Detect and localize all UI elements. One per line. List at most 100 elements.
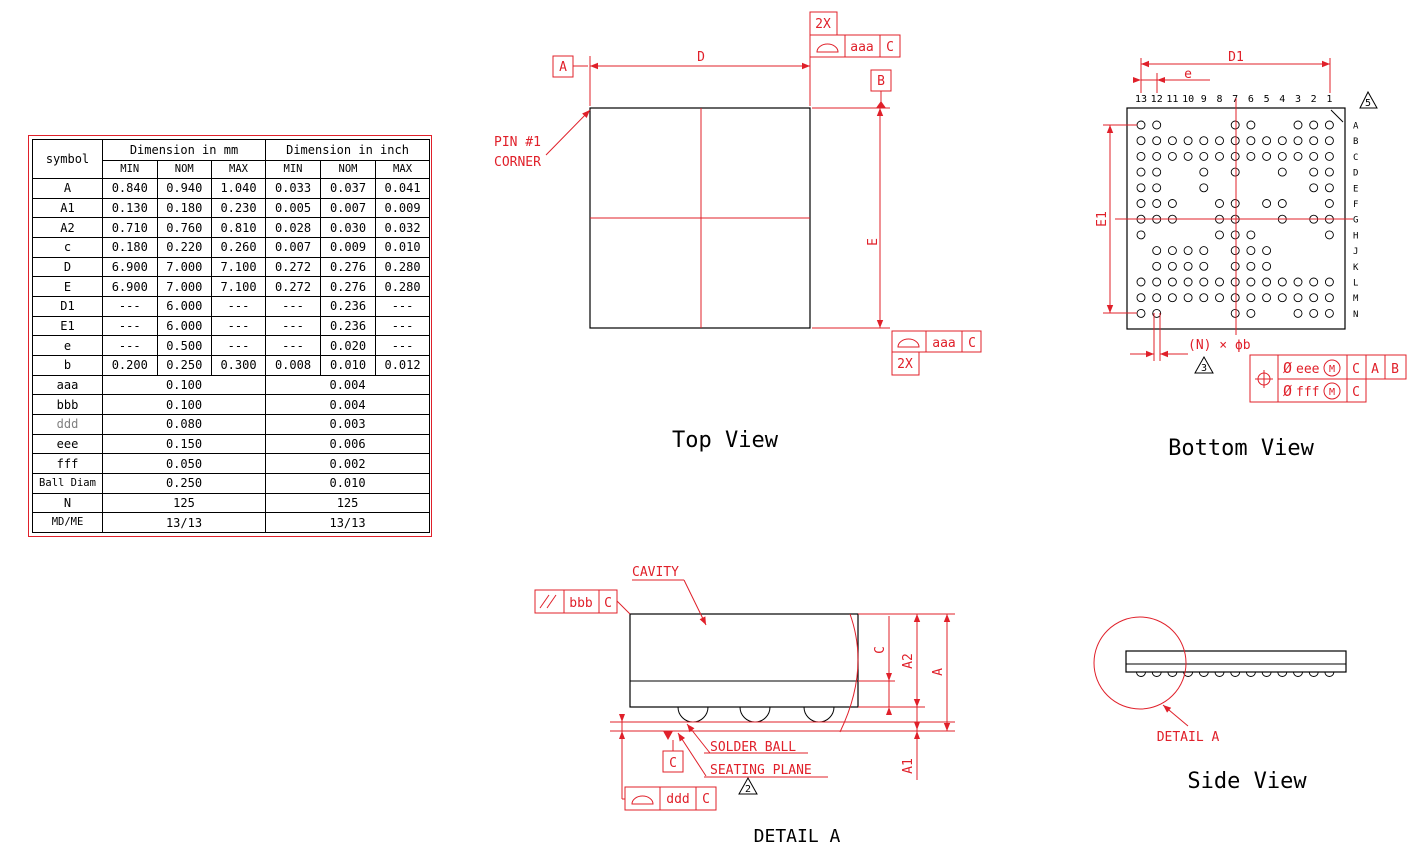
solder-ball-M12 [1152, 293, 1162, 303]
detail-a-callout: DETAIL A [1157, 730, 1220, 745]
solder-ball-label: SOLDER BALL [710, 740, 796, 755]
solder-ball-M9 [1199, 293, 1209, 303]
solder-ball-M1 [1324, 293, 1334, 303]
column-label: 9 [1201, 94, 1207, 105]
side-ball-row [1136, 671, 1335, 677]
column-label: 6 [1248, 94, 1254, 105]
solder-ball-M3 [1293, 293, 1303, 303]
fcf-ddd-ref: C [702, 792, 710, 807]
solder-ball-B8 [1215, 136, 1224, 146]
symbol-cell: A1 [32, 197, 103, 219]
solder-ball-L4 [1277, 277, 1287, 287]
solder-ball-L13 [1136, 277, 1146, 287]
side-solder-ball [1245, 671, 1256, 677]
solder-ball-K9 [1199, 261, 1209, 271]
solder-ball-F13 [1136, 199, 1146, 208]
datum-b-label: B [877, 74, 885, 89]
solder-ball-H6 [1246, 230, 1256, 240]
symbol-cell: b [32, 355, 103, 376]
side-solder-ball [1277, 671, 1288, 677]
bottom-view-title: Bottom View [1168, 436, 1314, 461]
top-view: D E A B PIN #1 CORNER 2X aaa C aaa C [494, 11, 982, 453]
solder-ball-A1 [1324, 120, 1334, 130]
solder-ball-L2 [1309, 277, 1319, 287]
solder-ball-B13 [1136, 136, 1146, 146]
solder-ball-C5 [1262, 151, 1272, 161]
solder-ball-L5 [1262, 277, 1272, 287]
solder-ball-B9 [1199, 136, 1209, 146]
fcf2-ref-1: C [1352, 385, 1360, 400]
solder-ball-E13 [1136, 183, 1146, 193]
dim-e1-label: E1 [1095, 211, 1110, 227]
fcf-bottom-ref: C [968, 336, 976, 351]
fcf-bottom-multiplier: 2X [897, 357, 913, 372]
solder-ball-H8 [1215, 230, 1224, 240]
note-2-label: 2 [745, 784, 751, 795]
solder-ball-A13 [1136, 120, 1146, 130]
detail-a: C A2 A A1 bbb C CAVITY SOLDER BALL SEATI… [534, 565, 955, 847]
solder-ball-B3 [1293, 136, 1303, 146]
fcf2-diameter-symbol: Ø [1283, 382, 1292, 400]
solder-ball-A3 [1293, 120, 1303, 130]
column-label: 8 [1216, 94, 1222, 105]
solder-ball-A12 [1152, 120, 1162, 130]
table-row: e---0.500------0.020--- [32, 335, 431, 357]
solder-ball-K7 [1230, 261, 1240, 271]
column-label: 5 [1264, 94, 1270, 105]
solder-ball-C1 [1324, 151, 1334, 161]
fcf1-ref-1: C [1352, 362, 1360, 377]
fcf1-ref-2: A [1371, 362, 1379, 377]
fcf-ddd-frame [624, 786, 717, 811]
dim-c-label: C [873, 646, 888, 654]
side-solder-ball [1261, 671, 1272, 677]
side-solder-ball [1214, 671, 1225, 677]
solder-ball-M13 [1136, 293, 1146, 303]
solder-ball-K12 [1152, 261, 1162, 271]
solder-ball-C12 [1152, 151, 1162, 161]
dim-a2-label: A2 [901, 653, 916, 669]
dimension-table: symbol Dimension in mm Dimension in inch… [28, 135, 432, 537]
solder-ball-M7 [1230, 293, 1240, 303]
solder-ball-B4 [1277, 136, 1287, 146]
solder-ball-B12 [1152, 136, 1162, 146]
datum-c-box [662, 750, 684, 773]
solder-ball-A6 [1246, 120, 1256, 130]
datum-a-label: A [559, 60, 567, 75]
sub-header: NOM [156, 160, 212, 180]
fcf-bbb-tolerance: bbb [569, 596, 593, 611]
dim-d1-label: D1 [1228, 50, 1244, 65]
solder-ball-C6 [1246, 151, 1256, 161]
dim-e-label: E [866, 238, 881, 246]
dimension-grid: symbol Dimension in mm Dimension in inch… [32, 138, 431, 533]
solder-ball-C10 [1183, 151, 1193, 161]
solder-ball-N13 [1136, 308, 1146, 318]
note-triangle-icon [1359, 90, 1378, 109]
row-label: C [1353, 153, 1358, 163]
column-label: 4 [1279, 94, 1285, 105]
solder-ball-D1 [1324, 167, 1334, 177]
solder-ball-C2 [1309, 151, 1319, 161]
fcf-bbb-ref: C [604, 596, 612, 611]
solder-ball-C11 [1167, 151, 1177, 161]
solder-ball-F4 [1277, 199, 1287, 208]
surface-profile-icon [631, 795, 654, 805]
mm-header: Dimension in mm [101, 138, 267, 162]
solder-ball-C4 [1277, 151, 1287, 161]
solder-ball-J10 [1183, 246, 1193, 256]
table-row: E1---6.000------0.236--- [32, 315, 431, 337]
solder-ball-D12 [1152, 167, 1162, 177]
row-label: B [1353, 137, 1358, 147]
row-label: A [1353, 122, 1359, 132]
fcf2-tolerance: fff [1296, 385, 1319, 400]
row-label: J [1353, 247, 1358, 257]
column-label: 2 [1311, 94, 1317, 105]
column-label: 3 [1295, 94, 1301, 105]
row-label: K [1353, 263, 1359, 273]
value-cell: 0.010 [320, 355, 377, 376]
